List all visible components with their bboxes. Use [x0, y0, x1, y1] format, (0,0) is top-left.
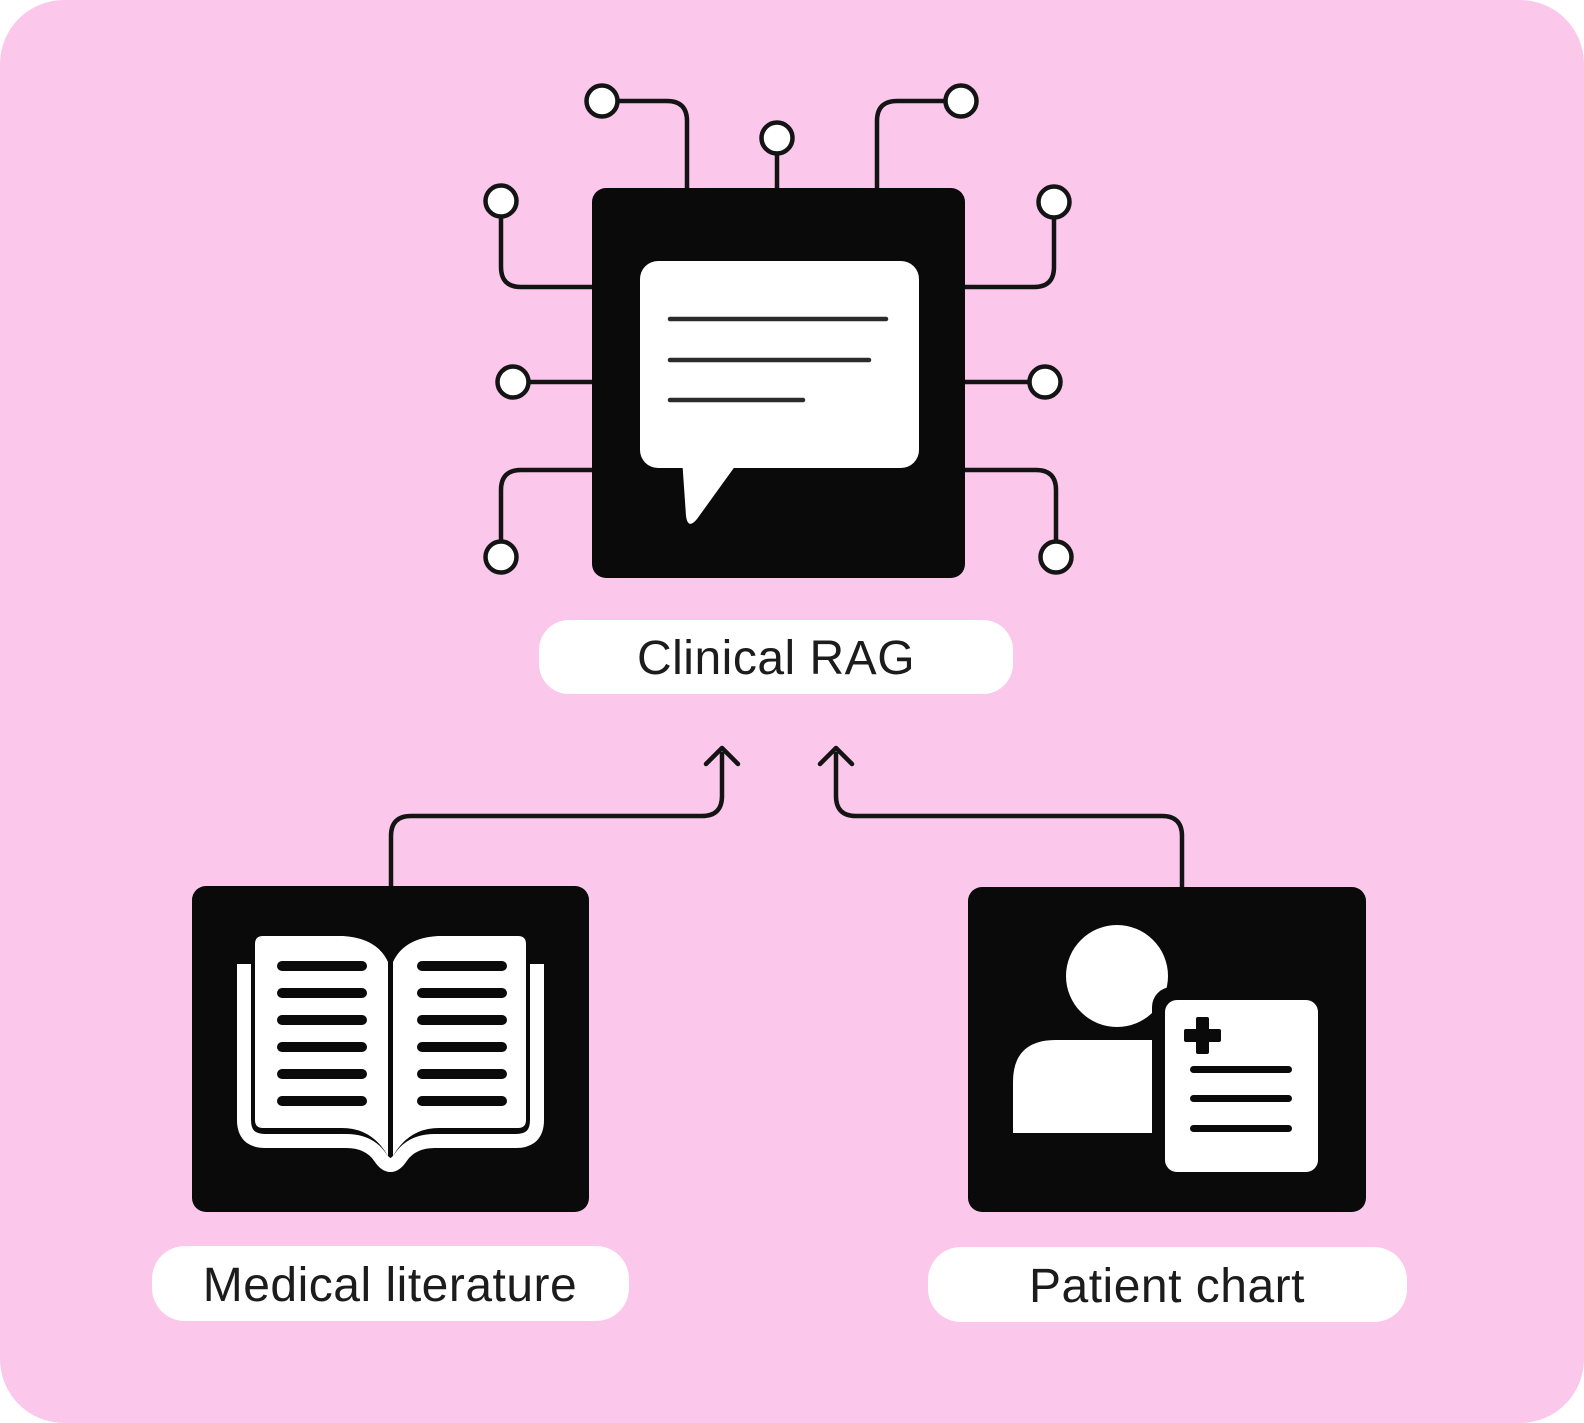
arrow-elbow-line — [833, 752, 1185, 889]
chip-pin-wire-top-right — [874, 98, 945, 189]
clinical-rag-label-text: Clinical RAG — [637, 632, 915, 685]
patient-chart-label-pill — [928, 1247, 1407, 1322]
arrow-from-patient-chart — [817, 745, 1185, 889]
arrow-head — [703, 745, 741, 767]
arrow-from-medical-literature — [388, 745, 741, 888]
chip-pin-wire-left-upper — [498, 217, 594, 290]
person-shoulders — [1013, 1040, 1163, 1133]
clinical-rag-node: Clinical RAG — [483, 83, 1074, 694]
chip-pin-dot — [1036, 184, 1072, 220]
chat-bubble-tail — [682, 458, 741, 524]
chip-pin-dots — [483, 83, 1074, 575]
chip-pin-dot — [495, 364, 531, 400]
chip-pin-dot — [759, 120, 795, 156]
medical-literature-label-text: Medical literature — [203, 1259, 577, 1312]
chip-pin-dot — [584, 83, 620, 119]
medical-record-lines — [1190, 1066, 1292, 1132]
arrow-head — [817, 745, 855, 767]
chip-icon — [592, 188, 965, 578]
chip-pin-dot — [1038, 539, 1074, 575]
chat-bubble-body — [640, 261, 919, 468]
chip-pin-dot — [1027, 364, 1063, 400]
chip-pin-wire-right-lower — [964, 467, 1059, 541]
chip-pin-wires — [498, 98, 1059, 541]
medical-literature-label: Medical literature — [152, 1246, 629, 1321]
patient-chart-node: Patient chart — [928, 887, 1407, 1322]
chip-pin-dot — [483, 183, 519, 219]
medical-literature-label-pill — [152, 1246, 629, 1321]
person-icon — [1013, 925, 1168, 1133]
book-right-page-lines — [417, 961, 507, 1106]
chip-pin-wire-left-lower — [498, 467, 594, 541]
chip-pin-dot — [943, 83, 979, 119]
clinical-rag-label: Clinical RAG — [539, 620, 1013, 694]
chat-bubble-icon — [640, 261, 919, 524]
chip-pin-wire-top-left — [618, 98, 690, 189]
medical-record-icon — [1152, 987, 1332, 1185]
arrow-elbow-line — [388, 752, 725, 888]
medical-literature-node: Medical literature — [152, 886, 629, 1321]
chip-pin-dot — [483, 539, 519, 575]
clinical-rag-label-pill — [539, 620, 1013, 694]
plus-icon — [1184, 1017, 1221, 1054]
book-left-page-lines — [277, 961, 367, 1106]
medical-record-card — [1165, 1000, 1318, 1172]
person-head — [1066, 925, 1168, 1027]
patient-chart-label-text: Patient chart — [1029, 1260, 1305, 1313]
patient-chart-label: Patient chart — [928, 1247, 1407, 1322]
chip-pin-wire-right-upper — [964, 218, 1057, 290]
book-cover — [237, 964, 544, 1172]
book-icon — [237, 936, 544, 1172]
